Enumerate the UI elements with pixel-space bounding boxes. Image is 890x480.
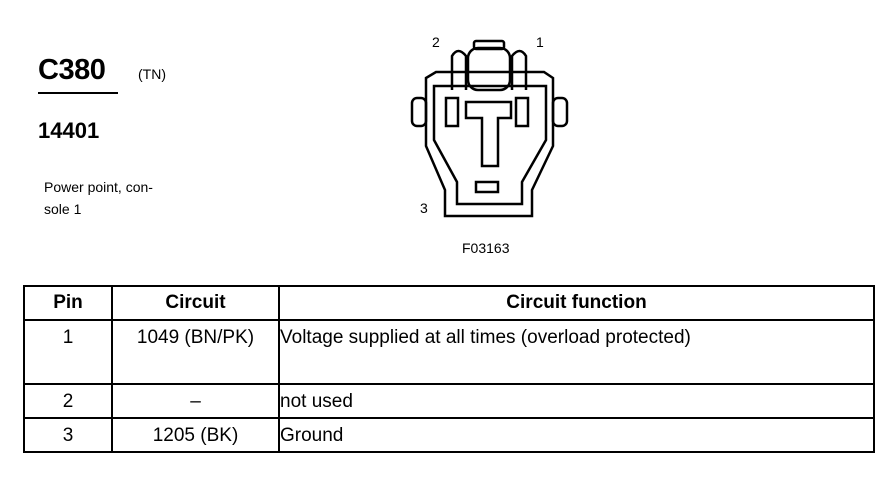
pin-label-1: 1	[536, 34, 544, 50]
connector-description: Power point, con- sole 1	[44, 176, 194, 220]
pin-table: Pin Circuit Circuit function 1 1049 (BN/…	[23, 285, 875, 453]
pin-label-2: 2	[432, 34, 440, 50]
connector-left-ear	[410, 96, 428, 128]
part-number: 14401	[38, 118, 100, 143]
cell-circuit: –	[111, 383, 280, 419]
connector-shell	[424, 70, 555, 218]
cell-circuit: 1205 (BK)	[111, 417, 280, 453]
cell-pin: 1	[23, 319, 113, 385]
connector-diagram: 2 1 3	[400, 28, 580, 228]
connector-face-drawing	[410, 39, 569, 218]
terminal-slot-bottom	[474, 180, 500, 194]
cell-circuit-function: not used	[278, 383, 875, 419]
connector-left-hook	[450, 49, 468, 90]
figure-id: F03163	[462, 240, 510, 256]
terminal-slot-right	[514, 96, 530, 128]
connector-color-code: (TN)	[138, 66, 166, 82]
connector-cavity	[432, 84, 548, 206]
header-circuit-function: Circuit function	[278, 285, 875, 321]
table-header-row: Pin Circuit Circuit function	[23, 285, 875, 321]
header-circuit: Circuit	[111, 285, 280, 321]
table-row: 3 1205 (BK) Ground	[23, 417, 875, 453]
cell-pin: 3	[23, 417, 113, 453]
description-line-2: sole 1	[44, 201, 82, 217]
cell-pin: 2	[23, 383, 113, 419]
terminal-slot-ground	[464, 100, 513, 168]
cell-circuit-function: Ground	[278, 417, 875, 453]
table-row: 2 – not used	[23, 383, 875, 419]
table-row: 1 1049 (BN/PK) Voltage supplied at all t…	[23, 319, 875, 385]
header-pin: Pin	[23, 285, 113, 321]
connector-right-ear	[551, 96, 569, 128]
connector-right-hook	[510, 49, 528, 90]
connector-latch-body	[466, 46, 512, 92]
description-line-1: Power point, con-	[44, 179, 153, 195]
connector-id: C380	[38, 54, 106, 86]
connector-id-underline	[38, 92, 118, 94]
cell-circuit: 1049 (BN/PK)	[111, 319, 280, 385]
pin-label-3: 3	[420, 200, 428, 216]
cell-circuit-function: Voltage supplied at all times (overload …	[278, 319, 875, 385]
terminal-slot-left	[444, 96, 460, 128]
